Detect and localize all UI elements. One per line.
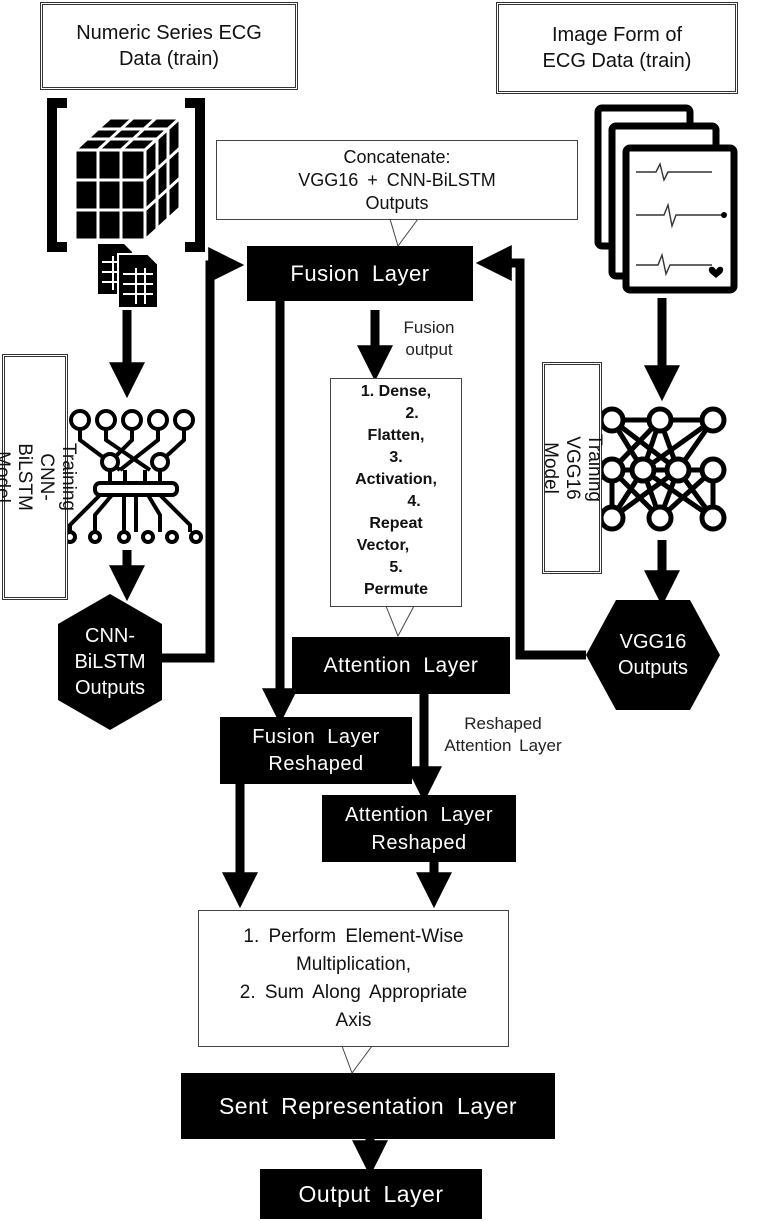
multiply-callout: 1. Perform Element-Wise Multiplication, …: [198, 910, 509, 1047]
reshaped-attention-label: Reshaped Attention Layer: [444, 714, 562, 755]
step-line: 5.: [389, 559, 403, 576]
cnn-outputs-hexagon-shape: [58, 594, 162, 730]
steps-callout-tail: [385, 605, 415, 638]
output-layer: Output Layer: [260, 1169, 482, 1219]
step-line: 1. Dense,: [360, 383, 432, 400]
cnn-training-label: Training CNN-BiLSTM Model: [0, 443, 79, 511]
cnn-bilstm-outputs-label: CNN- BiLSTM Outputs: [74, 625, 146, 699]
step-line: Repeat: [369, 515, 423, 532]
step-line: Vector,: [356, 537, 410, 554]
step-line: Permute: [363, 581, 429, 598]
step-line: Flatten,: [367, 427, 425, 444]
cnn-training-label-box: Training CNN-BiLSTM Model: [0, 354, 79, 600]
step-line: 3.: [389, 449, 403, 466]
cnn-bilstm-outputs-node: CNN- BiLSTM Outputs: [58, 594, 162, 730]
sent-representation-layer: Sent Representation Layer: [181, 1073, 555, 1139]
arrow-vgg-outputs-to-fusion: [475, 245, 586, 660]
fusion-layer: Fusion Layer: [247, 246, 473, 301]
vgg-training-label-box: Training VGG16 Model: [540, 362, 605, 574]
attention-layer-reshaped: Attention Layer Reshaped: [322, 795, 516, 862]
attention-layer: Attention Layer: [292, 637, 510, 694]
numeric-series-input-label: Numeric Series ECG Data (train): [76, 22, 262, 70]
arrow-cnn-outputs-to-fusion: [162, 247, 245, 663]
vgg-training-label: Training VGG16 Model: [540, 434, 605, 502]
step-line: 4.: [407, 493, 421, 510]
fusion-layer-reshaped: Fusion Layer Reshaped: [220, 717, 412, 784]
fusion-output-label: Fusion output: [403, 318, 455, 359]
numeric-series-input-box: Numeric Series ECG Data (train): [40, 2, 298, 90]
vgg16-outputs-node: VGG16 Outputs: [586, 600, 720, 710]
vgg-outputs-hexagon-shape: [586, 600, 720, 710]
step-line: 2.: [405, 405, 419, 422]
image-form-input-box: Image Form of ECG Data (train): [496, 2, 738, 94]
image-form-input-label: Image Form of ECG Data (train): [542, 24, 692, 72]
step-line: Activation,: [355, 471, 437, 488]
vgg16-outputs-label: VGG16 Outputs: [617, 631, 689, 679]
attention-steps-callout: 1. Dense, 2. Flatten, 3. Activation, 4. …: [330, 378, 462, 607]
concatenate-callout: Concatenate: VGG16 + CNN-BiLSTM Outputs: [216, 140, 578, 220]
